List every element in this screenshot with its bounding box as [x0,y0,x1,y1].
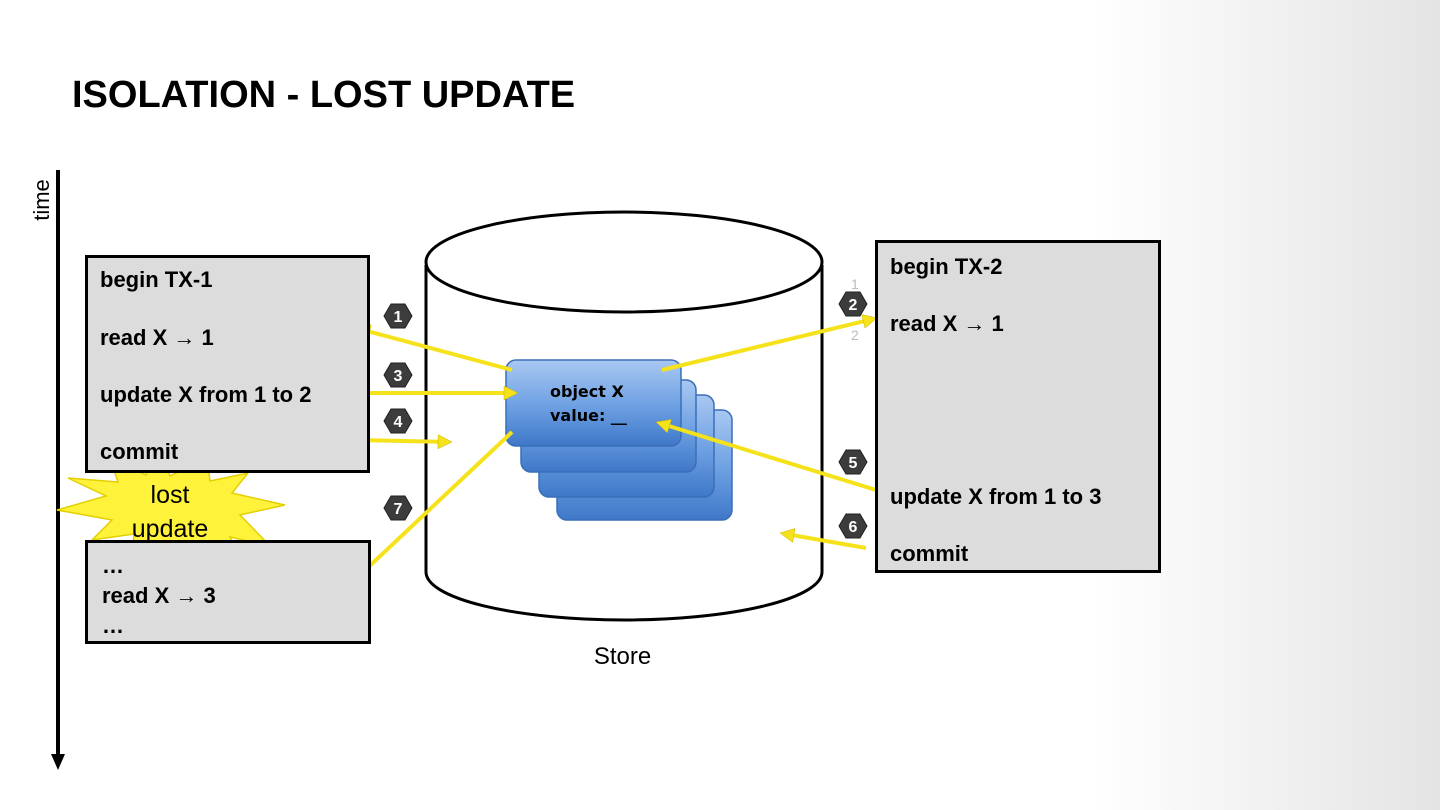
ghost-number-1: 1 [851,276,859,292]
step-badge-2: 2 [838,291,868,317]
tx1-begin: begin TX-1 [100,267,213,292]
tx1-commit: commit [100,439,179,464]
object-value: value: __ [550,406,627,425]
object-x-label: object X value: __ [550,380,627,428]
arrow-step-2-read [661,314,878,372]
object-name: object X [550,382,624,401]
ghost-number-2: 2 [851,327,859,343]
lost-update-label: lost update [100,478,240,546]
step-badge-label: 7 [394,501,403,518]
arrow-step-5-update [655,419,877,492]
step-badge-3: 3 [383,362,413,388]
tx2-update: update X from 1 to 3 [890,484,1102,509]
store-label: Store [593,643,652,670]
time-axis [51,170,65,770]
step-badge-label: 5 [849,455,858,472]
tx2-read: read X → 1 [890,311,1004,336]
step-badge-5: 5 [838,449,868,475]
step-badge-1: 1 [383,303,413,329]
step-badges: 1 2 3 4 5 6 7 [383,291,868,539]
object-version-stack [505,359,733,521]
lost-update-line-2: update [131,515,209,543]
arrow-step-6-commit [779,528,867,550]
tx2-commit: commit [890,541,969,566]
tx1-ellipsis-bottom: … [102,613,124,638]
tx2-begin: begin TX-2 [890,254,1003,279]
tx1-update: update X from 1 to 2 [100,382,312,407]
tx1-read: read X → 1 [100,325,214,350]
arrow-layer [343,314,878,591]
step-badge-7: 7 [383,495,413,521]
step-badge-4: 4 [383,408,413,434]
tx2-box: begin TX-2 read X → 1 update X from 1 to… [875,240,1161,573]
object-x-card [505,359,682,447]
slide-title: ISOLATION - LOST UPDATE [72,74,576,116]
lost-update-line-1: lost [150,481,190,509]
tx1-box: begin TX-1 read X → 1 update X from 1 to… [85,255,370,473]
tx1-later-box: … read X → 3 … [85,540,371,644]
step-badge-label: 3 [394,368,403,385]
arrow-step-3-update [356,385,519,401]
tx1-ellipsis-top: … [102,553,124,578]
step-badge-label: 6 [849,519,858,536]
step-badge-label: 1 [394,309,403,326]
step-badge-label: 4 [394,414,403,431]
tx1-read-after: read X → 3 [102,583,216,608]
step-badge-6: 6 [838,513,868,539]
step-badge-label: 2 [849,297,858,314]
